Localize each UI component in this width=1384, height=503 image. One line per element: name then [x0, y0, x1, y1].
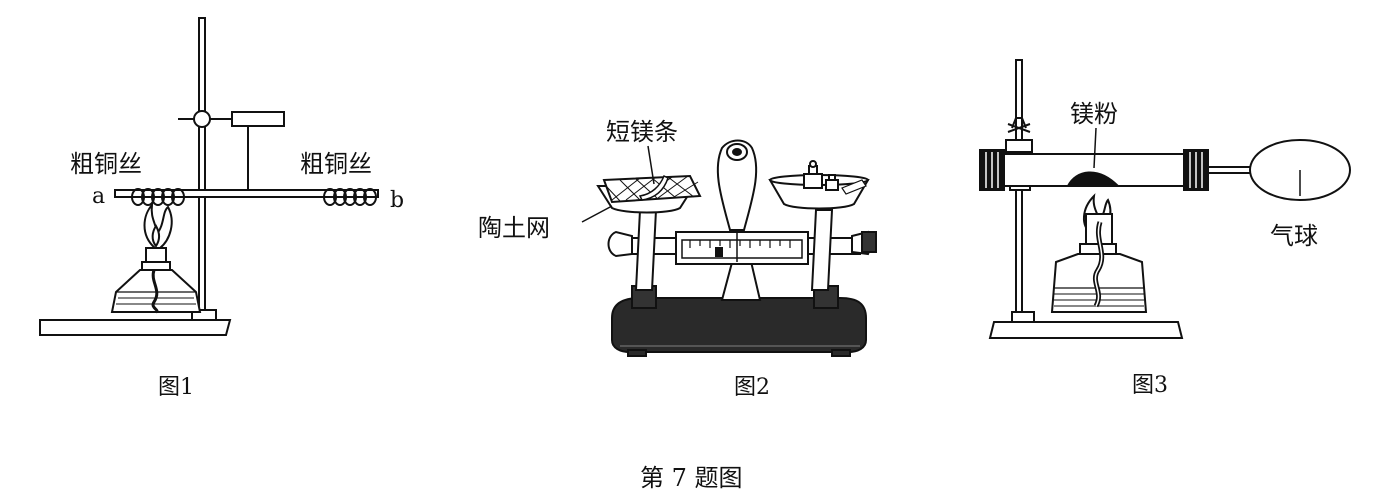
coil-left	[131, 188, 185, 206]
clay-gauze	[602, 174, 702, 204]
fig2-caption: 图2	[734, 375, 770, 400]
fig1-caption: 图1	[158, 375, 194, 400]
fig3-label-powder: 镁粉	[1070, 100, 1118, 128]
fig1-label-left: 粗铜丝	[70, 150, 142, 178]
clamp-boss-1	[193, 110, 211, 128]
figure-1	[39, 17, 379, 336]
copper-wire	[114, 189, 379, 198]
fig1-end-a: a	[92, 184, 105, 209]
main-caption: 第 7 题图	[640, 464, 743, 492]
magnesium-strip	[638, 174, 669, 201]
alcohol-lamp-1	[110, 247, 202, 314]
clamp-handle-1	[231, 111, 285, 127]
fig1-label-right: 粗铜丝	[300, 150, 372, 178]
magnesium-powder	[1066, 171, 1121, 187]
figure-3	[979, 59, 1351, 339]
balance-base	[611, 297, 867, 353]
coil-right	[323, 188, 377, 206]
alcohol-lamp-3	[1050, 213, 1148, 313]
fig1-end-b: b	[390, 188, 404, 213]
weights	[803, 160, 867, 195]
stand-base-3	[988, 321, 1184, 339]
stand-base-1	[39, 319, 232, 336]
fig2-label-strip: 短镁条	[606, 118, 678, 146]
stand-rod-1	[198, 17, 206, 311]
fig3-label-balloon: 气球	[1270, 222, 1318, 250]
fig3-caption: 图3	[1132, 373, 1168, 398]
figure-2	[596, 139, 877, 357]
fig2-label-gauze: 陶土网	[478, 214, 550, 242]
pointer-tower	[716, 139, 758, 231]
